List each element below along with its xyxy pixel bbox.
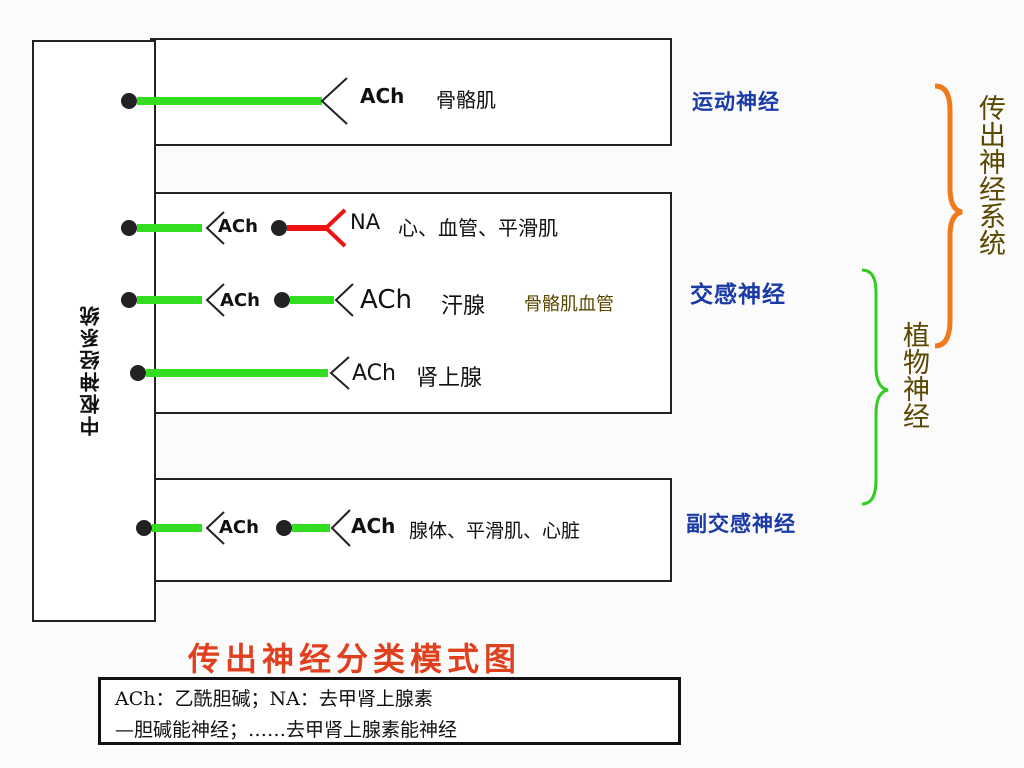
motor-terminal-icon [320,77,348,125]
sym2-pre-terminal-icon [205,283,225,317]
motor-ach-label: ACh [360,84,405,108]
legend-line-2: —胆碱能神经；……去甲肾上腺素能神经 [115,719,458,741]
sym3-ach-label: ACh [352,361,396,386]
autonomic-nerve-label: 植物神经 [898,321,929,429]
sym3-target-label: 肾上腺 [416,366,483,391]
para-post-ach-label: ACh [351,514,396,538]
para-target-label: 腺体、平滑肌、心脏 [409,520,581,542]
cns-box [32,40,156,622]
parasympathetic-nerve-label: 副交感神经 [686,512,796,536]
sym1-na-label: NA [350,210,381,234]
sym1-post-terminal-icon [323,208,347,248]
diagram-title: 传出神经分类模式图 [188,640,522,678]
sym2-post-terminal-icon [334,283,354,317]
sym3-terminal-icon [329,356,350,390]
efferent-system-label: 传出神经系统 [974,94,1005,256]
sym3-soma [130,365,146,381]
sym2-ach-label: ACh [220,290,260,311]
legend-box: ACh：乙酰胆碱；NA：去甲肾上腺素 —胆碱能神经；……去甲肾上腺素能神经 [98,677,681,745]
sym2-post-ach-label: ACh [360,285,412,315]
motor-nerve-label: 运动神经 [692,90,780,114]
sym1-ach-label: ACh [218,216,258,237]
para-ach-label: ACh [219,517,259,538]
sym2-vessel-label: 骨骼肌血管 [524,294,614,315]
sym1-pre-terminal-icon [205,211,225,245]
para-pre-terminal-icon [205,511,225,545]
motor-soma [121,93,137,109]
legend-line-1: ACh：乙酰胆碱；NA：去甲肾上腺素 [115,688,433,710]
autonomic-brace-icon [861,268,889,506]
para-pre-soma [136,520,152,536]
sym2-post-soma [274,292,290,308]
sympathetic-nerve-label: 交感神经 [690,282,786,308]
sym1-target-label: 心、血管、平滑肌 [398,216,558,240]
motor-target-label: 骨骼肌 [436,88,496,112]
efferent-brace-icon [934,83,963,349]
sym1-pre-soma [121,220,137,236]
para-post-terminal-icon [330,509,351,547]
sym1-post-soma [271,220,287,236]
motor-box [150,38,672,146]
parasympathetic-box [150,478,672,582]
para-post-soma [276,520,292,536]
sym2-pre-soma [121,292,137,308]
sym2-target-label: 汗腺 [441,294,486,319]
